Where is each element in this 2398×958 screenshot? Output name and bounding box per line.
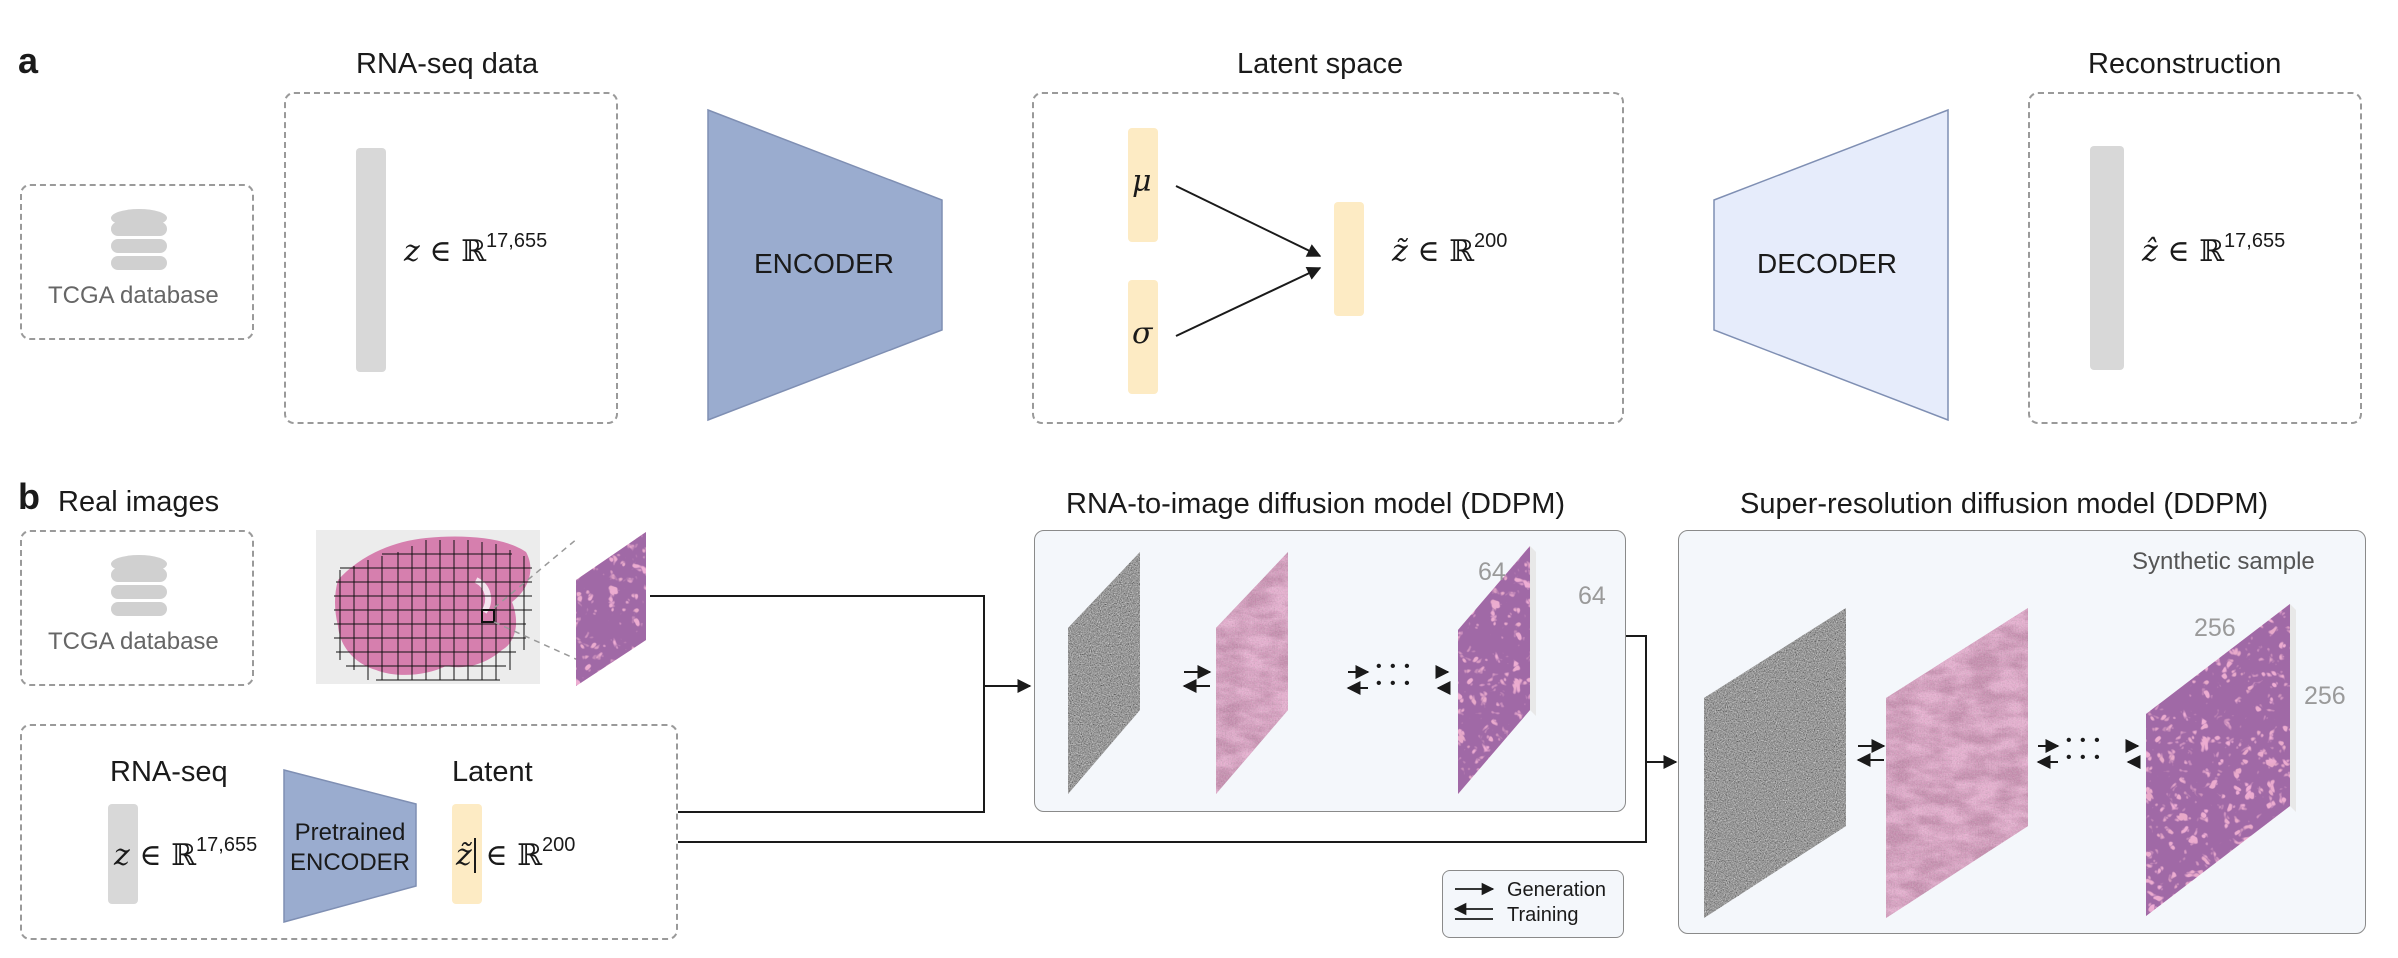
mu-bar [1128,128,1158,242]
rna-seq-vector-bar [356,148,386,372]
rna-seq-data-box: z ∈ ℝ17,655 [284,92,618,424]
sr-arrows-1 [1856,739,1886,767]
tcga-database-label: TCGA database [48,282,219,309]
panel-b-label: b [18,476,40,517]
synthetic-sample-label: Synthetic sample [2132,548,2315,575]
sigma-bar [1128,280,1158,394]
sr-output-image [2146,604,2296,916]
ddpm-ellipsis-top: • • • [1376,658,1412,675]
latent-dim-formula-b: z̃ ∈ ℝ200 [456,834,576,873]
real-images-title: Real images [58,486,220,518]
ddpm-output-image [1458,546,1536,794]
ddpm-arrows-1 [1182,665,1212,693]
super-resolution-title: Super-resolution diffusion model (DDPM) [1740,488,2269,520]
latent-input-bar [452,804,482,904]
database-icon [111,555,167,616]
rna-seq-input-bar [108,804,138,904]
tcga-database-box-a: TCGA database [20,184,254,340]
latent-dim-formula: z̃ ∈ ℝ200 [1392,230,1508,269]
sr-partial-image [1886,608,2028,918]
tcga-database-label: TCGA database [48,628,219,655]
pretrained-encoder-label: Pretrained ENCODER [289,819,410,876]
rna-seq-latent-box: RNA-seq z ∈ ℝ17,655 Pretrained ENCODER L… [20,724,678,940]
sr-size-height: 256 [2304,682,2346,710]
ddpm-size-height: 64 [1578,582,1606,610]
rna-seq-data-title: RNA-seq data [356,48,539,80]
mu-symbol: μ [1132,164,1152,199]
input-dim-formula: z ∈ ℝ17,655 [404,230,548,269]
encoder-trapezoid [707,108,943,422]
latent-label: Latent [452,756,533,788]
sr-ellipsis-bottom: • • • [2066,749,2102,766]
decoder-label: DECODER [1757,248,1898,279]
zoom-guide-lines [493,537,579,661]
ddpm-arrows-2 [1346,665,1451,695]
sr-ellipsis-top: • • • [2066,732,2102,749]
legend-training: Training [1507,904,1579,926]
database-icon [111,209,167,270]
reconstruction-vector-bar [2090,146,2124,370]
ddpm-partial-image [1216,552,1288,794]
latent-space-box: μ σ z̃ ∈ ℝ200 [1032,92,1624,424]
ddpm-ellipsis-bottom: • • • [1376,675,1412,692]
encoder-label: ENCODER [754,248,895,279]
tcga-database-box-b: TCGA database [20,530,254,686]
ddpm-noise-image [1068,552,1140,794]
sr-noise-image [1704,608,1846,918]
latent-z-bar [1334,202,1364,316]
ddpm-title: RNA-to-image diffusion model (DDPM) [1066,488,1566,520]
panel-a-label: a [18,40,39,81]
latent-space-title: Latent space [1237,48,1404,80]
reparam-arrows [1175,185,1322,337]
legend-box: Generation Training [1442,870,1624,938]
sr-size-width: 256 [2194,614,2236,642]
sr-arrows-2 [2036,739,2141,769]
ddpm-size-width: 64 [1478,558,1506,586]
legend-arrows [1453,882,1495,920]
pretrained-encoder-trapezoid [283,769,417,923]
whole-slide-image [316,530,540,684]
recon-dim-formula: ẑ ∈ ℝ17,655 [2142,230,2286,269]
reconstruction-title: Reconstruction [2088,48,2282,80]
input-dim-formula-b: z ∈ ℝ17,655 [114,834,258,873]
legend-generation: Generation [1507,879,1606,901]
sigma-symbol: σ [1132,316,1153,351]
rna-seq-label: RNA-seq [110,756,228,788]
reconstruction-box: ẑ ∈ ℝ17,655 [2028,92,2362,424]
tissue-patch-zoomed [576,532,646,686]
decoder-trapezoid [1713,108,1949,422]
